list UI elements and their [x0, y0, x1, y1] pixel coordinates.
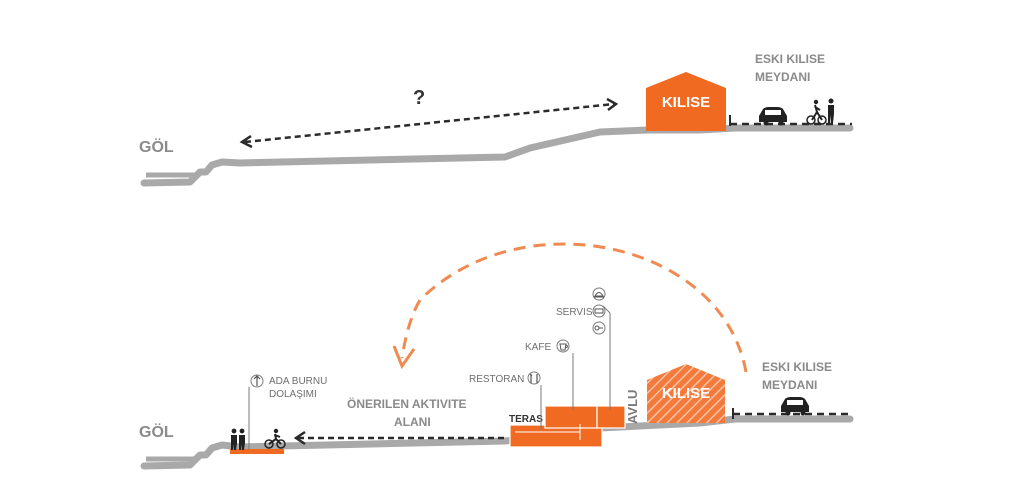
bottom-church-label: KILISE: [662, 385, 710, 402]
pedestrian-icon: [828, 98, 834, 123]
top-section: GÖL ? KILISE: [139, 52, 854, 187]
bottom-ground-profile: [140, 415, 854, 470]
question-mark: ?: [413, 87, 425, 109]
activity-label-2: ALANI: [394, 415, 431, 429]
service-car-icon: [592, 304, 606, 318]
activity-blocks: [509, 405, 626, 448]
tour-label-2: DOLAŞIMI: [269, 389, 317, 400]
top-lake-label: GÖL: [139, 137, 174, 156]
courtyard-label: AVLU: [625, 390, 640, 424]
service-key-icon: [592, 321, 606, 335]
bottom-car-icon: [781, 397, 809, 416]
bottom-square-label-2: MEYDANI: [762, 378, 817, 392]
bottom-square-label-1: ESKI KILISE: [762, 360, 832, 374]
restaurant-icon: [527, 371, 541, 385]
car-icon: [759, 107, 787, 126]
bottom-church: KILISE: [647, 364, 725, 423]
walking-tour-icon: [250, 374, 264, 388]
service-label: SERVIS: [556, 307, 593, 318]
bottom-section: GÖL ADA BURNU DOLAŞIMI ÖNERIL: [139, 242, 854, 470]
top-connection-arrow: [239, 97, 619, 149]
top-square-label-1: ESKI KILISE: [755, 52, 825, 66]
service-icon: [592, 287, 606, 301]
top-square-label-2: MEYDANI: [755, 70, 810, 84]
relationship-arc: [400, 242, 748, 373]
tour-label-1: ADA BURNU: [269, 376, 327, 387]
bottom-lake-label: GÖL: [139, 422, 174, 441]
lakeside-platform: [230, 449, 284, 454]
cafe-label: KAFE: [525, 342, 551, 353]
walkers-icon: [231, 428, 245, 450]
bottom-connection-arrow: [293, 430, 506, 446]
top-church-label: KILISE: [662, 94, 710, 111]
cafe-icon: [556, 339, 570, 353]
arc-arrowhead: [392, 345, 416, 370]
activity-label-1: ÖNERILEN AKTIVITE: [347, 396, 467, 411]
terrace-label: TERAS: [509, 414, 543, 425]
restaurant-label: RESTORAN: [469, 374, 524, 385]
bottom-cyclist-icon: [264, 428, 286, 449]
cyclist-icon: [806, 99, 827, 125]
top-church: KILISE: [646, 72, 726, 131]
